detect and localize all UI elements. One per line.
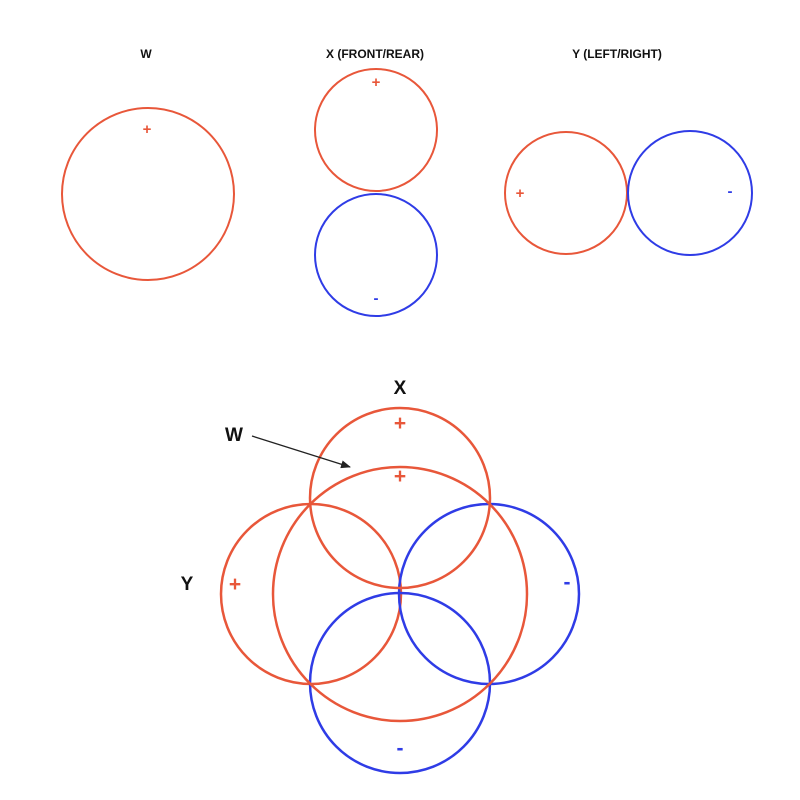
combined-w-omni-circle	[271, 465, 529, 723]
combined-x-rear-negative-sign: -	[397, 737, 404, 760]
y-title: Y (LEFT/RIGHT)	[572, 47, 662, 61]
y-right-negative-sign: -	[728, 183, 733, 200]
y-left-positive-sign: +	[516, 185, 525, 202]
w-pointer-arrow	[251, 435, 351, 469]
w-title: W	[140, 47, 152, 61]
w-omni-circle	[61, 107, 235, 281]
x-rear-lobe	[314, 193, 438, 317]
combined-w-label: W	[225, 425, 243, 446]
x-front-positive-sign: +	[372, 74, 381, 91]
combined-y-left-lobe	[219, 502, 403, 686]
w-positive-sign: +	[143, 121, 152, 138]
x-title: X (FRONT/REAR)	[326, 47, 424, 61]
combined-y-left-positive-sign: +	[229, 573, 241, 596]
combined-y-right-negative-sign: -	[564, 571, 571, 594]
combined-y-label: Y	[181, 574, 194, 595]
x-rear-negative-sign: -	[374, 290, 379, 307]
combined-x-front-lobe	[308, 406, 492, 590]
combined-x-label: X	[394, 378, 407, 399]
combined-y-right-lobe	[397, 502, 581, 686]
x-front-lobe	[314, 68, 438, 192]
combined-x-front-positive-sign: +	[394, 412, 406, 435]
y-right-lobe	[627, 130, 753, 256]
combined-w-positive-sign: +	[394, 465, 406, 488]
